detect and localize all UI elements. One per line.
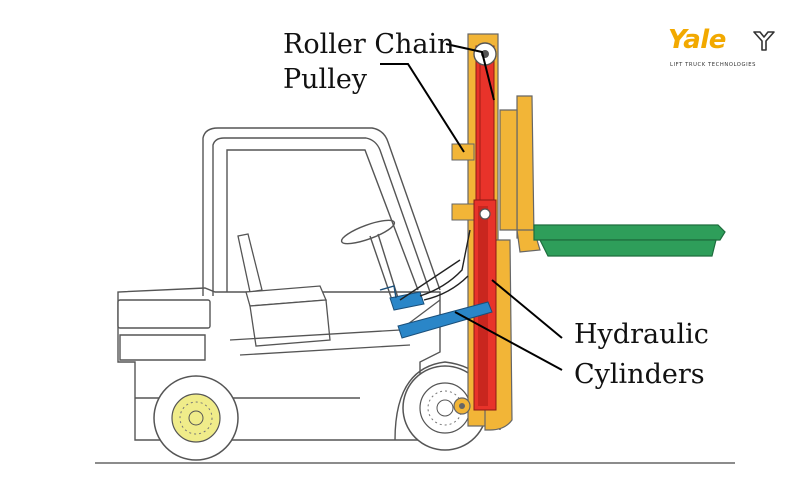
label-pulley: Pulley: [283, 64, 368, 95]
leader-lines: [380, 43, 563, 371]
overhead-guard: [202, 127, 441, 296]
operator-seat: [237, 233, 331, 347]
roller-chain: [475, 45, 495, 227]
logo-wordmark: Yale: [668, 25, 726, 55]
hydraulic-lines: [399, 229, 471, 301]
fork-carriage: [499, 95, 541, 253]
rear-wheel: [153, 375, 239, 461]
forks: [533, 224, 726, 257]
label-cylinders: Cylinders: [574, 359, 705, 390]
brand-logo: Yale LIFT TRUCK TECHNOLOGIES: [668, 26, 780, 74]
mast-pivot: [453, 397, 471, 415]
label-hydraulic: Hydraulic: [574, 319, 709, 350]
label-roller-chain: Roller Chain: [283, 29, 455, 60]
logo-tagline: LIFT TRUCK TECHNOLOGIES: [670, 62, 757, 68]
forks-logo-icon: [753, 31, 775, 51]
